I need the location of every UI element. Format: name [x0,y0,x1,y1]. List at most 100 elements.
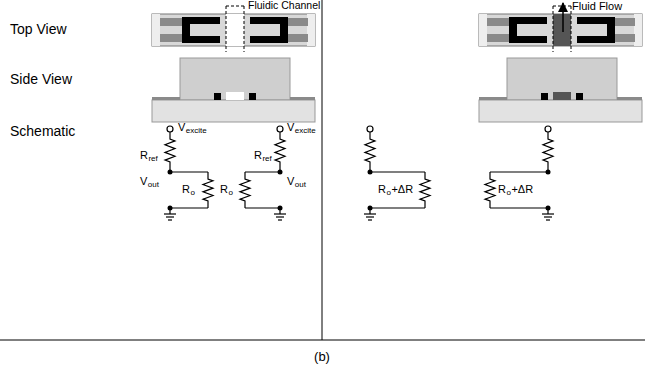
channel-outline [553,6,554,52]
glass-substrate [152,100,315,122]
terminal [367,126,373,132]
ground-symbol [366,216,374,217]
substrate-top [152,14,315,46]
wire [170,207,208,208]
ground-symbol [542,213,554,214]
contact-pad [613,18,635,26]
contact-pad [487,18,511,26]
wire [369,208,370,214]
ground-symbol [546,219,550,220]
contact-pad [286,34,308,42]
contact-pad [290,97,315,100]
contact-pad [487,34,511,42]
subscript: o [228,189,232,197]
wire [279,132,280,136]
panel-divider [322,0,323,340]
glass-substrate [479,100,642,122]
signal-name: V [178,122,185,133]
electrode-gap [250,24,280,36]
junction-dot [368,170,373,175]
ground-symbol [274,213,286,214]
resistor-name: R [140,150,148,161]
wire [489,172,490,176]
fluidic-channel [226,92,244,100]
subscript: o [190,189,194,197]
contact-pad [479,97,507,100]
pdms-block [507,58,617,100]
resistor-symbol [203,176,213,204]
wire [490,207,548,208]
resistor-symbol [543,136,553,165]
resistor-name: R [498,184,506,195]
substrate-edge [307,14,315,46]
ground-symbol [164,213,176,214]
resistor-symbol [485,176,495,204]
wire [244,172,245,176]
wire [369,132,370,136]
ground-symbol [368,219,372,220]
wire [490,171,548,172]
electrode-gap [577,24,607,36]
resistor-symbol [275,136,285,165]
terminal [167,126,173,132]
ground-symbol [278,219,282,220]
junction-dot [278,170,283,175]
channel-outline [244,6,245,52]
ground-symbol [276,216,284,217]
subscript: ref [148,155,157,163]
subscript: o [386,189,390,197]
wire [169,132,170,136]
channel-outline [571,6,572,52]
electrode [577,17,615,43]
resistor-name: R [378,184,386,195]
flow-arrow [562,3,564,32]
signal-name: V [287,176,294,187]
electrode-gap [517,24,547,36]
subscript: ref [262,155,271,163]
resistor-symbol [365,136,375,165]
contact-pad [286,18,308,26]
wire [245,207,280,208]
fluidic-channel [553,92,571,100]
ground-symbol [544,216,552,217]
resistor-name: R [254,150,262,161]
contact-pad [152,97,180,100]
electrode [249,93,256,100]
channel-outline [226,6,244,7]
frame-line [0,340,645,341]
ground-symbol [166,216,174,217]
electrode-gap [190,24,220,36]
electrode [182,17,220,43]
resistor-change: +ΔR [391,184,413,195]
wire [207,172,208,176]
resistor-change: +ΔR [511,184,533,195]
ground-symbol [168,219,172,220]
signal-name: V [287,122,294,133]
channel-outline [226,6,227,52]
substrate-edge [152,14,160,46]
flow-label: Fluid Flow [572,1,622,12]
substrate-top [479,14,642,46]
ground-symbol [364,213,376,214]
channel-outline [553,6,571,7]
wire [279,208,280,214]
view-label: Top View [10,22,67,36]
electrode [576,93,583,100]
signal-name: V [140,176,147,187]
junction-dot [168,170,173,175]
terminal [277,126,283,132]
channel-label: Fluidic Channel [248,0,320,11]
electrode [509,17,547,43]
resistor-name: R [220,184,228,195]
wire [169,208,170,214]
view-label: Side View [10,72,72,86]
subscript: excite [295,127,316,135]
subscript: out [295,181,306,189]
resistor-symbol [240,176,250,204]
terminal [545,126,551,132]
wire [170,171,208,172]
wire [547,208,548,214]
fluidic-channel [226,14,244,46]
wire [370,207,425,208]
